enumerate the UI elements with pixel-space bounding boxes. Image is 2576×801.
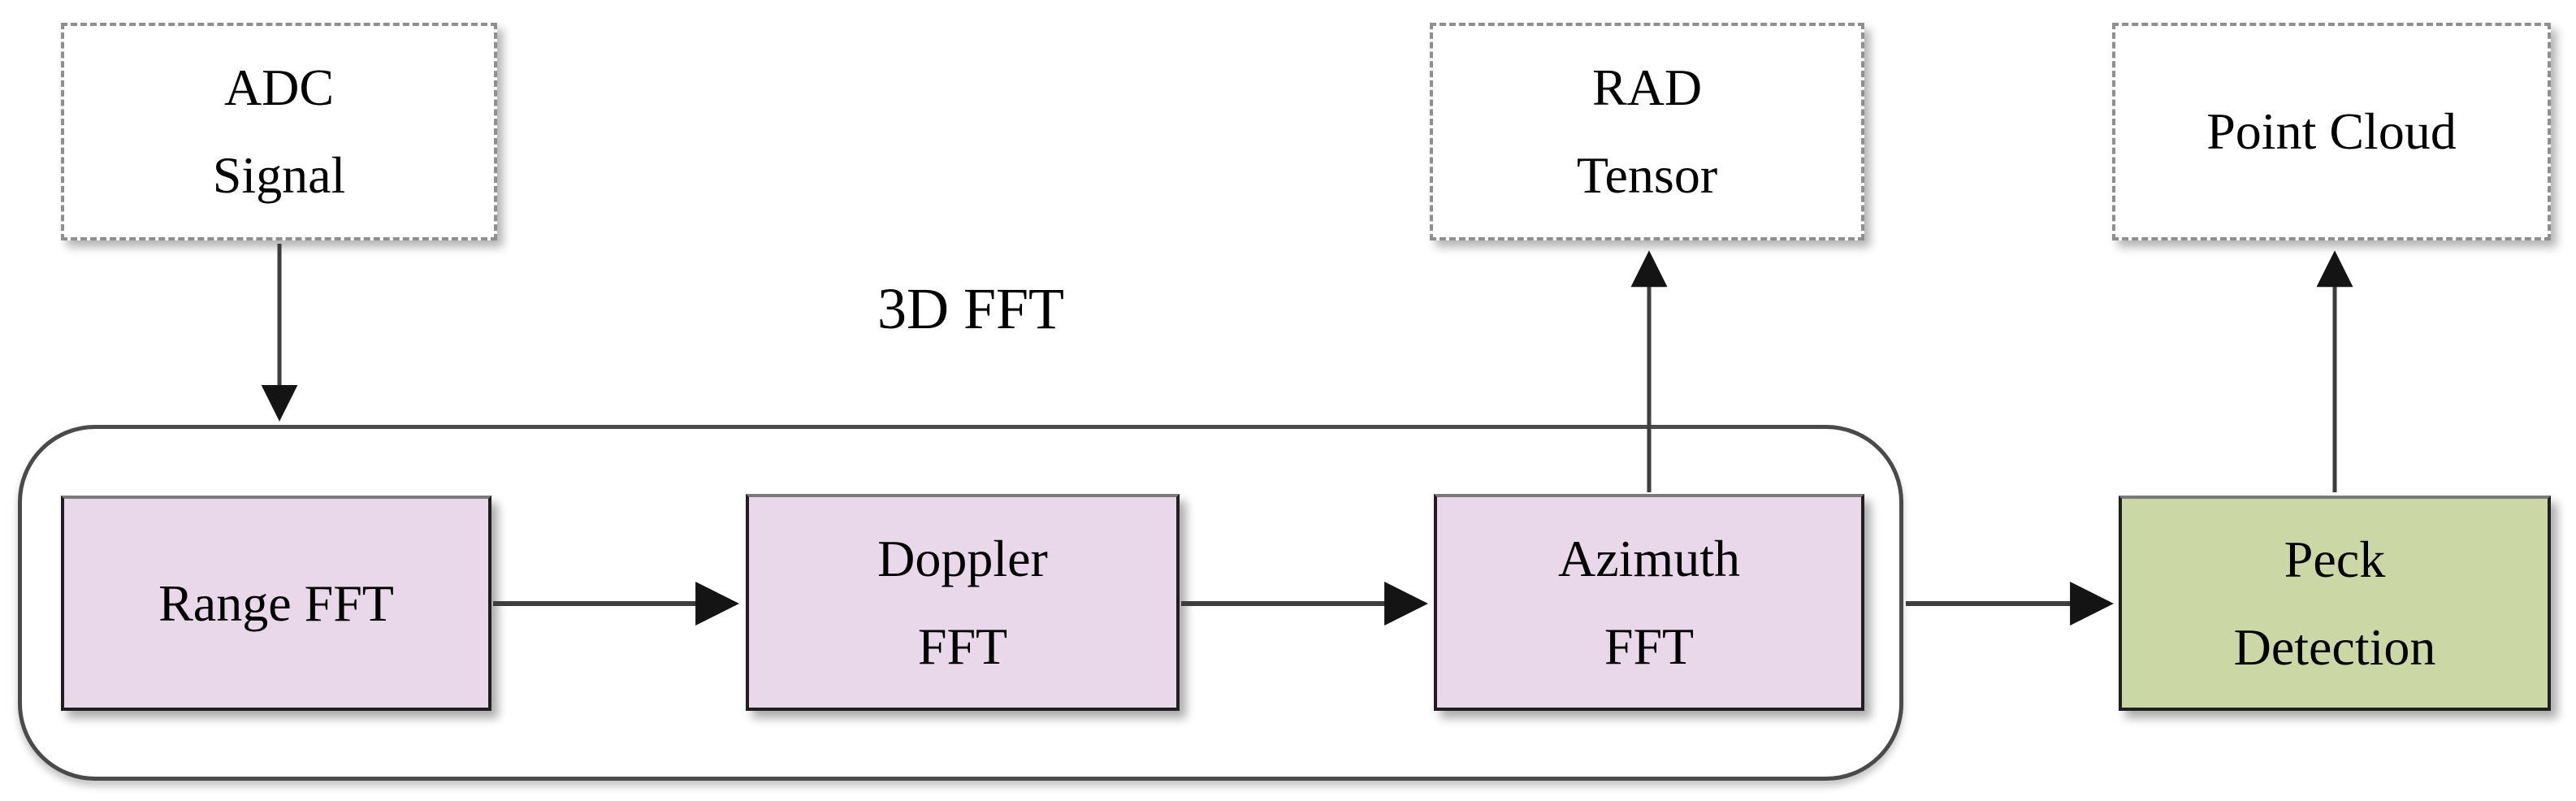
node-peck-detection-label-line1: Peck bbox=[2284, 530, 2386, 588]
node-azimuth-fft-label-line1: Azimuth bbox=[1558, 529, 1740, 587]
node-doppler-fft-label-line2: FFT bbox=[917, 617, 1008, 675]
node-range-fft-label: Range FFT bbox=[158, 574, 394, 632]
node-adc-signal-label-line1: ADC bbox=[223, 58, 335, 117]
node-point-cloud-label: Point Cloud bbox=[2206, 102, 2457, 161]
3d-fft-group-label: 3D FFT bbox=[877, 276, 1065, 341]
node-rad-tensor: RAD Tensor bbox=[1430, 23, 1864, 240]
node-rad-tensor-label-line2: Tensor bbox=[1576, 146, 1718, 204]
node-range-fft: Range FFT bbox=[61, 496, 491, 711]
node-rad-tensor-label-line1: RAD bbox=[1591, 58, 1703, 117]
node-peck-detection-label-line2: Detection bbox=[2233, 617, 2436, 676]
node-peck-detection: Peck Detection bbox=[2119, 496, 2551, 711]
node-azimuth-fft: Azimuth FFT bbox=[1434, 494, 1864, 711]
node-adc-signal-label-line2: Signal bbox=[212, 146, 346, 204]
node-doppler-fft-label-line1: Doppler bbox=[877, 529, 1048, 587]
node-azimuth-fft-label-line2: FFT bbox=[1604, 617, 1695, 675]
node-doppler-fft: Doppler FFT bbox=[746, 494, 1180, 711]
node-adc-signal: ADC Signal bbox=[61, 23, 497, 240]
node-point-cloud: Point Cloud bbox=[2112, 23, 2551, 240]
